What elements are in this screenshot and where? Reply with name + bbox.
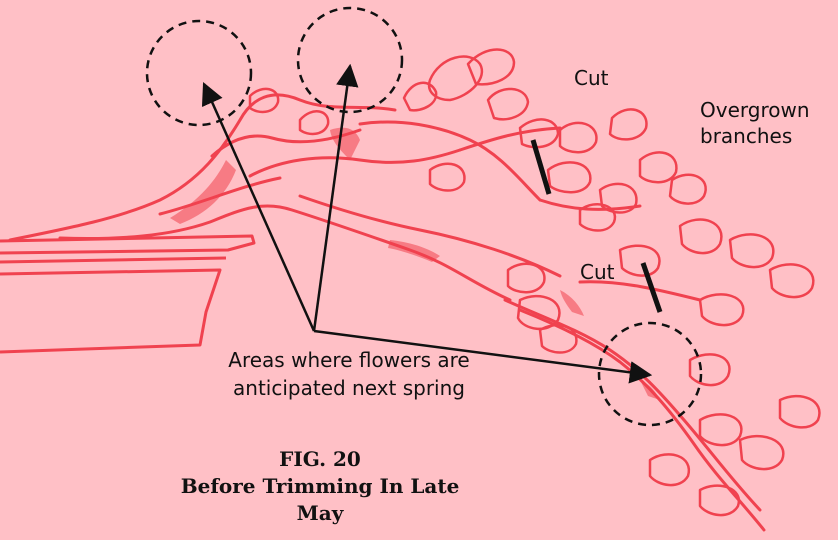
overgrown-label-line2: branches bbox=[700, 123, 810, 149]
figure-caption: FIG. 20 Before Trimming In Late May bbox=[180, 446, 460, 527]
callout-arrows bbox=[204, 66, 650, 375]
bonsai-pot bbox=[0, 236, 254, 352]
figure-number: FIG. 20 bbox=[180, 446, 460, 473]
flower-areas-label: Areas where flowers are anticipated next… bbox=[204, 346, 494, 402]
flower-areas-label-line1: Areas where flowers are bbox=[204, 346, 494, 374]
figure-title: Before Trimming In Late May bbox=[180, 473, 460, 527]
flower-area-circle-left bbox=[147, 21, 251, 125]
cut-label-bottom: Cut bbox=[580, 260, 614, 284]
cut-label-top: Cut bbox=[574, 66, 608, 90]
overgrown-label-line1: Overgrown bbox=[700, 97, 810, 123]
flower-areas-label-line2: anticipated next spring bbox=[204, 374, 494, 402]
arrow-to-left-circle bbox=[204, 84, 314, 331]
flower-area-circle-middle bbox=[298, 8, 402, 112]
overgrown-branches-label: Overgrown branches bbox=[700, 97, 810, 149]
